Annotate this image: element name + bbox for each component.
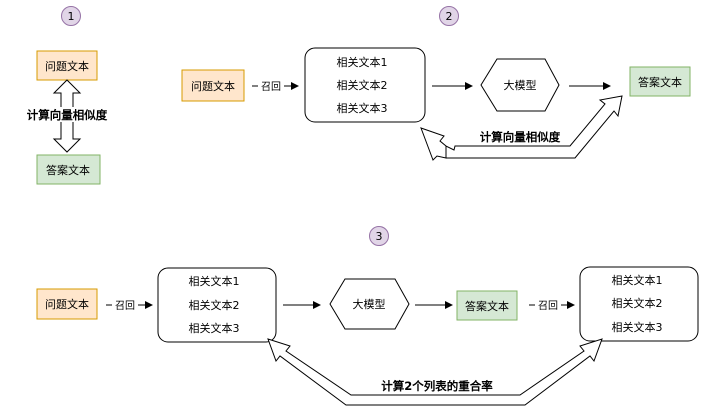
svg-text:大模型: 大模型 bbox=[353, 297, 386, 311]
s3-llm-hexagon: 大模型 bbox=[329, 278, 410, 330]
s1-answer-box: 答案文本 bbox=[36, 154, 101, 185]
s3-docs-box: 相关文本1 相关文本2 相关文本3 bbox=[157, 267, 277, 343]
svg-text:问题文本: 问题文本 bbox=[45, 59, 89, 73]
s2-doc-2: 相关文本2 bbox=[337, 78, 388, 92]
s3-doc2-1: 相关文本1 bbox=[612, 273, 663, 287]
s3-docs2-box: 相关文本1 相关文本2 相关文本3 bbox=[579, 266, 699, 342]
s3-question-box: 问题文本 bbox=[36, 288, 98, 320]
s3-overlap-label: 计算2个列表的重合率 bbox=[381, 379, 493, 393]
s2-llm-hexagon: 大模型 bbox=[480, 58, 560, 112]
s3-doc-2: 相关文本2 bbox=[189, 298, 240, 312]
s3-doc-1: 相关文本1 bbox=[189, 274, 240, 288]
s2-question-box: 问题文本 bbox=[181, 69, 245, 102]
s3-recall-label-2: 召回 bbox=[538, 300, 558, 312]
svg-text:大模型: 大模型 bbox=[504, 78, 537, 92]
s2-feedback-arrow bbox=[420, 95, 623, 161]
s3-doc-3: 相关文本3 bbox=[189, 321, 240, 335]
svg-text:答案文本: 答案文本 bbox=[46, 163, 90, 177]
s2-doc-3: 相关文本3 bbox=[337, 101, 388, 115]
badge-2: 2 bbox=[439, 6, 459, 26]
s2-docs-box: 相关文本1 相关文本2 相关文本3 bbox=[304, 47, 426, 123]
s3-answer-box: 答案文本 bbox=[456, 290, 518, 321]
s2-answer-box: 答案文本 bbox=[629, 66, 691, 97]
s3-recall-label-1: 召回 bbox=[115, 300, 135, 312]
svg-text:问题文本: 问题文本 bbox=[45, 297, 89, 311]
s1-question-box: 问题文本 bbox=[36, 50, 98, 81]
s2-similarity-label: 计算向量相似度 bbox=[480, 130, 561, 144]
svg-text:3: 3 bbox=[376, 230, 383, 243]
svg-text:答案文本: 答案文本 bbox=[465, 299, 509, 313]
s3-doc2-3: 相关文本3 bbox=[612, 320, 663, 334]
s1-similarity-label: 计算向量相似度 bbox=[27, 108, 108, 122]
svg-text:问题文本: 问题文本 bbox=[191, 79, 235, 93]
badge-3: 3 bbox=[369, 226, 389, 246]
svg-text:答案文本: 答案文本 bbox=[638, 75, 682, 89]
svg-text:1: 1 bbox=[68, 10, 75, 23]
badge-1: 1 bbox=[61, 6, 81, 26]
svg-text:2: 2 bbox=[446, 10, 453, 23]
s3-overlap-arrow bbox=[267, 338, 603, 406]
s2-recall-label: 召回 bbox=[261, 81, 281, 93]
s2-doc-1: 相关文本1 bbox=[337, 55, 388, 69]
s3-doc2-2: 相关文本2 bbox=[612, 296, 663, 310]
